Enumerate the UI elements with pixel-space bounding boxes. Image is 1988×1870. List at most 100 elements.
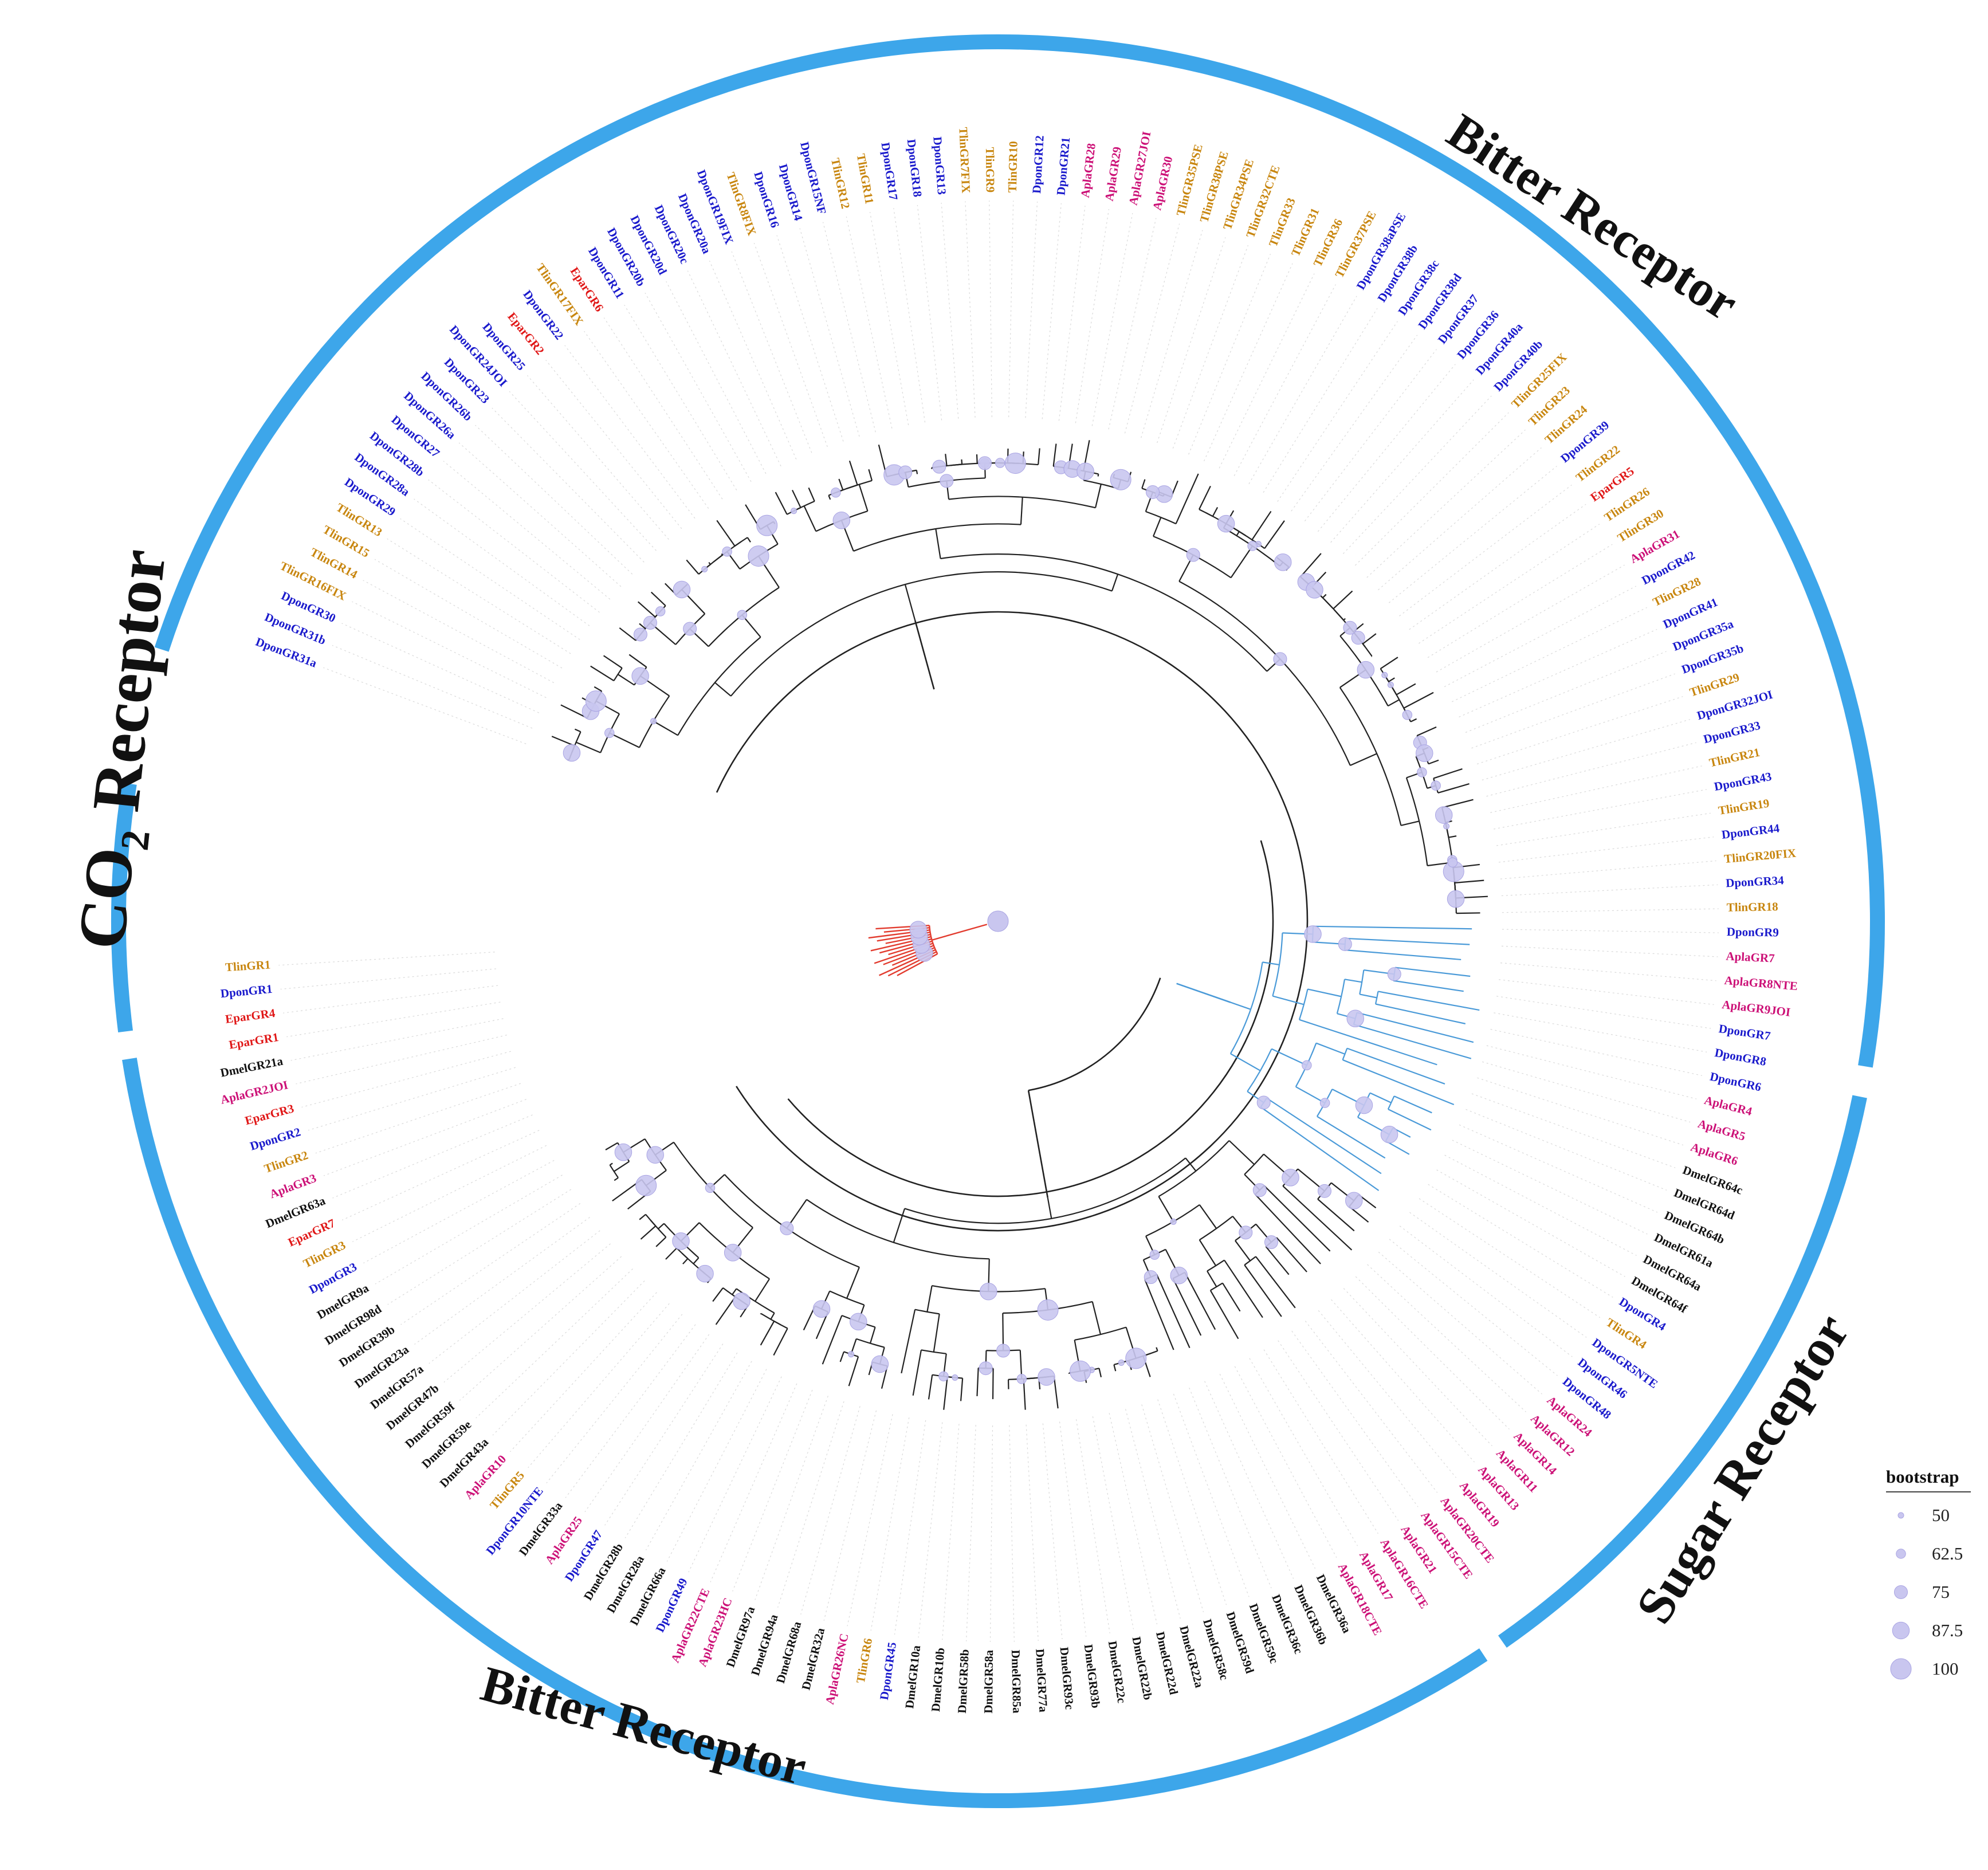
legend-label: 50 <box>1932 1505 1950 1525</box>
leaf-label: AplaGR26NC <box>823 1632 851 1706</box>
leaf-label: TlinGR12 <box>828 157 852 210</box>
bootstrap-marker <box>705 1182 716 1193</box>
branch-segment <box>1224 1259 1263 1318</box>
leader-line <box>458 442 622 587</box>
leader-line <box>332 1114 533 1199</box>
legend-label: 62.5 <box>1932 1543 1963 1563</box>
bootstrap-marker <box>563 744 581 762</box>
leader-line <box>1419 524 1600 644</box>
leaf-label: DponGR8 <box>1714 1046 1767 1068</box>
bootstrap-marker <box>1304 925 1322 943</box>
branch-segment <box>773 1328 788 1356</box>
leader-line <box>1471 673 1675 749</box>
leader-line <box>443 461 611 600</box>
leader-line <box>709 260 797 459</box>
leader-line <box>1042 1423 1063 1640</box>
leader-line <box>645 1361 752 1550</box>
leader-line <box>1399 484 1572 616</box>
leaf-label: DponGR10NTE <box>483 1484 545 1558</box>
bootstrap-marker <box>1252 1183 1267 1197</box>
leaf-label: DponGR2 <box>248 1125 302 1153</box>
branch-segment <box>1396 683 1416 696</box>
bootstrap-marker <box>1146 485 1160 499</box>
leader-line <box>315 1083 521 1154</box>
leaf-label: AplaGR5 <box>1696 1117 1747 1144</box>
bootstrap-marker <box>646 1146 664 1164</box>
leader-line <box>1496 996 1711 1029</box>
leaf-label: DmelGR94a <box>748 1612 781 1677</box>
branch-segment <box>960 1378 964 1401</box>
leader-line <box>731 251 812 453</box>
branch-segment <box>1378 991 1480 1011</box>
leader-line <box>1058 206 1086 421</box>
leaf-label: DponGR18 <box>905 138 925 198</box>
leader-line <box>1026 1424 1039 1641</box>
branch-segment <box>1362 633 1377 645</box>
leaf-label: DponGR15NF <box>797 140 829 215</box>
leader-line <box>1204 263 1293 462</box>
leaf-label: DponGR9 <box>1727 925 1779 939</box>
branch-segment <box>594 686 602 692</box>
branch-segment <box>716 520 736 547</box>
branch-segment <box>1266 1097 1382 1174</box>
leader-line <box>492 1280 645 1436</box>
leader-line <box>869 211 909 426</box>
leader-line <box>777 1401 844 1608</box>
branch-segment <box>1175 473 1199 524</box>
bootstrap-marker <box>748 545 769 567</box>
bootstrap-marker <box>979 1361 993 1376</box>
branch-segment <box>1199 1239 1217 1266</box>
leaf-label: DponGR7 <box>1718 1022 1771 1043</box>
leader-line <box>1141 230 1203 438</box>
bootstrap-marker <box>1070 1360 1091 1382</box>
leaf-label: TlinGR18 <box>1727 899 1778 914</box>
branch-segment <box>1403 692 1434 709</box>
branch-segment <box>712 1287 724 1302</box>
clade-title-sugar: Sugar Receptor <box>1624 1304 1860 1633</box>
branch-segment <box>1344 979 1362 983</box>
leader-line <box>283 985 498 1013</box>
legend-marker <box>1890 1658 1912 1680</box>
leader-line <box>1189 1388 1272 1589</box>
leaf-label: AplaGR27JOI <box>1126 130 1153 206</box>
leader-line <box>1233 284 1336 476</box>
leader-line <box>1009 1425 1015 1642</box>
branch-segment <box>1282 1185 1353 1251</box>
bootstrap-marker <box>650 718 657 725</box>
leader-line <box>308 1067 516 1131</box>
bootstrap-marker <box>1443 823 1450 830</box>
bootstrap-marker <box>585 690 607 712</box>
leaf-label: DponGR43 <box>1713 769 1773 793</box>
branch-arc <box>1298 989 1309 1020</box>
branch-arc <box>904 1157 1186 1224</box>
leader-line <box>1476 696 1683 765</box>
leader-line <box>1494 1012 1707 1052</box>
leader-line <box>323 1099 527 1176</box>
bootstrap-marker <box>1417 767 1427 777</box>
leaf-label: DponGR17 <box>878 142 900 201</box>
bootstrap-marker <box>696 1264 714 1283</box>
branch-segment <box>935 528 941 559</box>
leader-line <box>278 952 495 966</box>
leader-line <box>941 202 959 419</box>
bootstrap-marker <box>1273 652 1287 666</box>
branch-segment <box>628 654 647 668</box>
leader-line <box>799 228 860 437</box>
leader-line <box>545 360 682 529</box>
branch-segment <box>1027 1090 1048 1198</box>
bootstrap-marker <box>604 728 615 738</box>
branch-segment <box>1053 1376 1059 1409</box>
branch-segment <box>1317 1199 1355 1232</box>
bootstrap-marker <box>724 1244 742 1262</box>
branch-segment <box>1230 545 1254 578</box>
leader-line <box>847 1414 893 1627</box>
leader-line <box>400 1203 581 1325</box>
leader-line <box>604 1343 724 1526</box>
leaf-label: EparGR4 <box>225 1006 276 1026</box>
bootstrap-marker <box>1217 514 1235 533</box>
leader-line <box>1263 1349 1378 1534</box>
bootstrap-marker <box>938 1371 949 1382</box>
bootstrap-marker <box>1387 681 1394 688</box>
branch-segment <box>1441 799 1474 808</box>
